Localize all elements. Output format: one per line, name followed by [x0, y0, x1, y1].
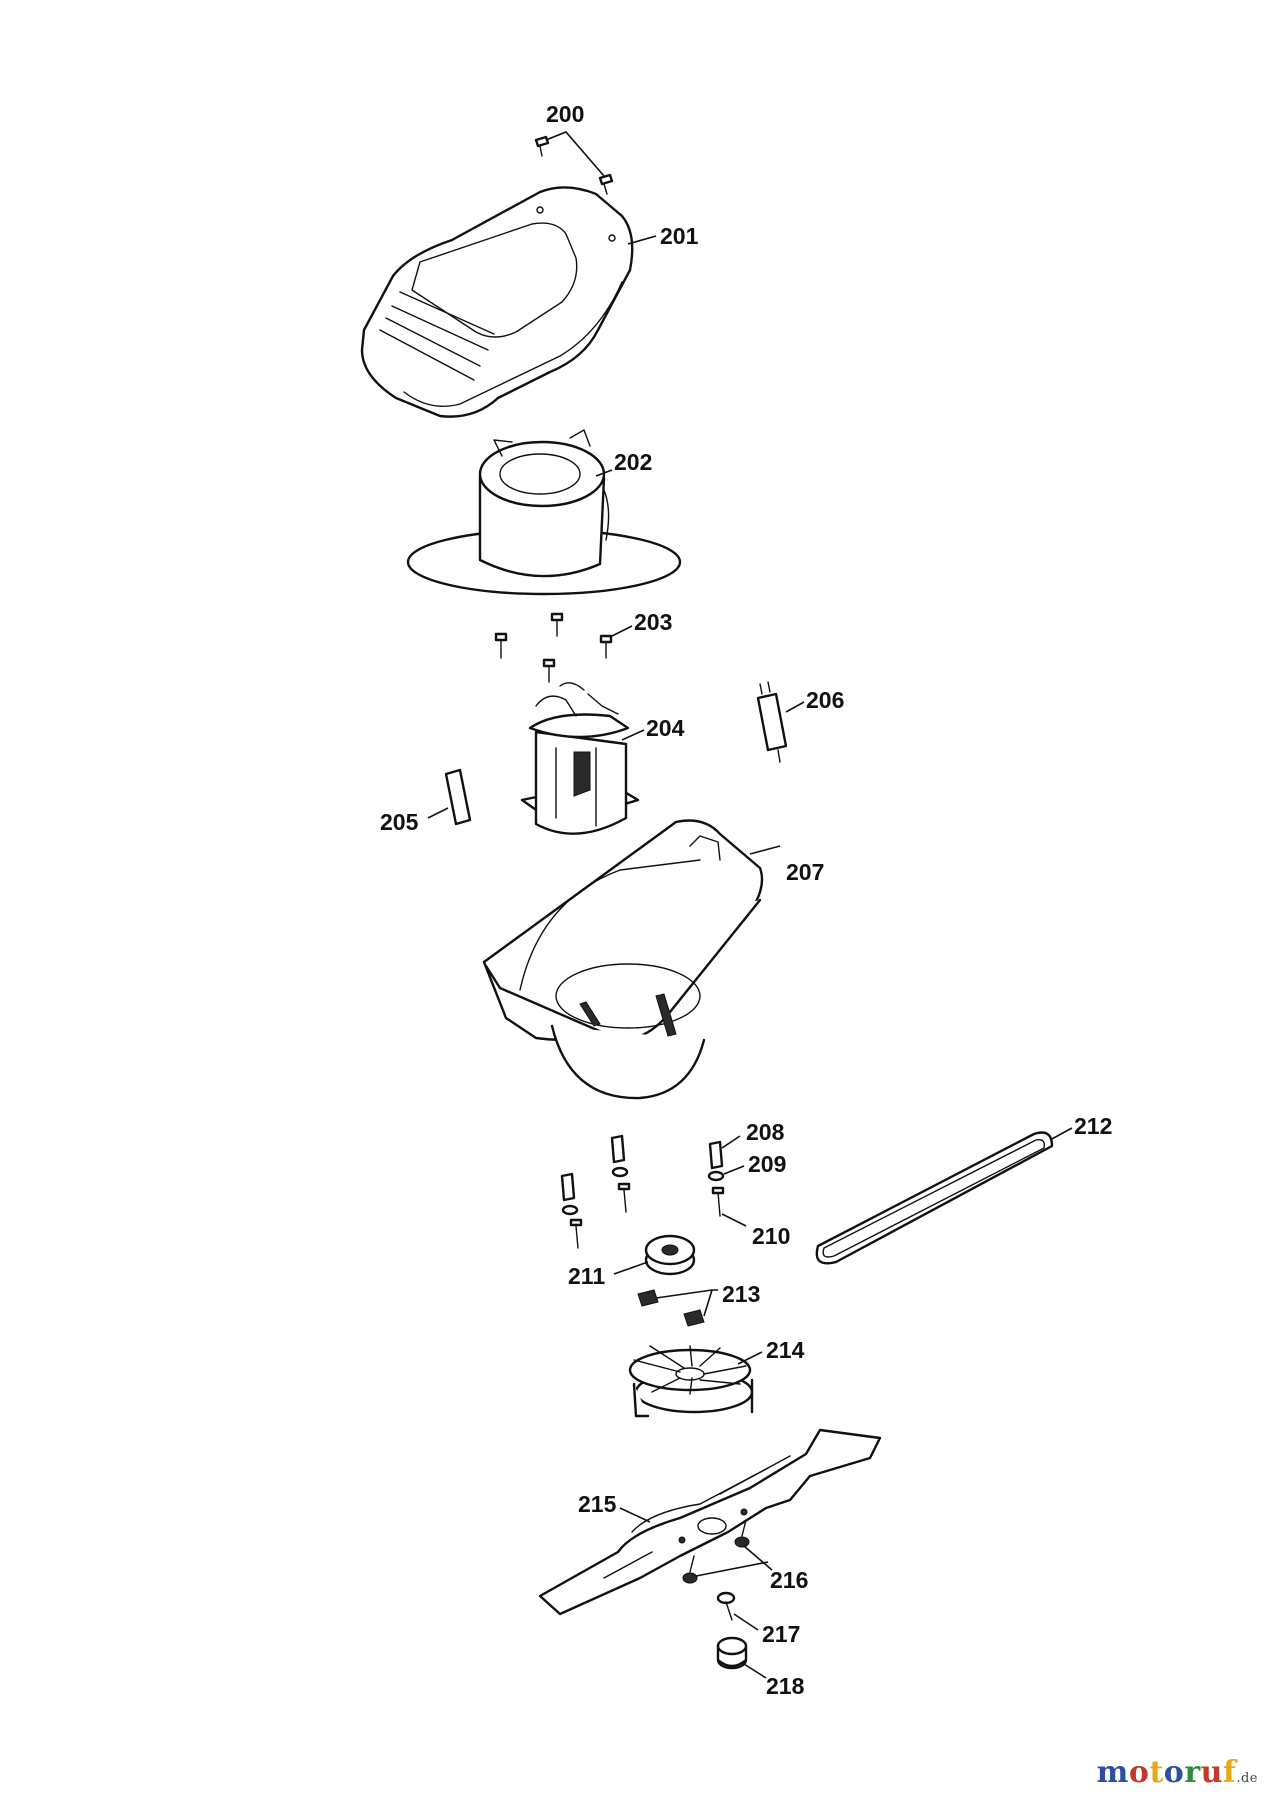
- part-218-cap: [716, 1636, 767, 1679]
- label-218: 218: [766, 1673, 805, 1699]
- part-214-fan: [628, 1345, 763, 1418]
- label-201: 201: [660, 223, 699, 249]
- part-208-210-fasteners: [560, 1134, 747, 1249]
- label-209: 209: [748, 1151, 786, 1177]
- label-208: 208: [746, 1119, 785, 1145]
- part-215-blade: [538, 1428, 882, 1616]
- label-212: 212: [1074, 1113, 1112, 1139]
- leader-200: [545, 131, 605, 177]
- label-204: 204: [646, 715, 685, 741]
- label-203: 203: [634, 609, 672, 635]
- part-217-bolt: [716, 1591, 759, 1631]
- part-203-screws: [494, 612, 633, 683]
- label-207: 207: [786, 859, 824, 885]
- label-215: 215: [578, 1491, 617, 1517]
- label-206: 206: [806, 687, 844, 713]
- part-202-housing: [406, 429, 682, 596]
- part-212-belt: [815, 1127, 1073, 1265]
- part-201-cover: [360, 186, 657, 418]
- watermark-letter: o: [1128, 1755, 1150, 1790]
- part-205-strip: [427, 768, 472, 826]
- part-213-square-nuts: [637, 1289, 718, 1327]
- watermark-letter: r: [1184, 1755, 1201, 1790]
- part-216-bolts: [682, 1519, 773, 1584]
- label-210: 210: [752, 1223, 790, 1249]
- part-204-motor: [520, 682, 645, 835]
- label-214: 214: [766, 1337, 805, 1363]
- label-202: 202: [614, 449, 652, 475]
- label-211: 211: [568, 1263, 605, 1289]
- label-205: 205: [380, 809, 419, 835]
- watermark-letter: o: [1163, 1755, 1185, 1790]
- label-216: 216: [770, 1567, 808, 1593]
- watermark-letter: t: [1149, 1755, 1164, 1790]
- part-207-housing: [482, 819, 781, 1100]
- label-200: 200: [546, 101, 584, 127]
- label-213: 213: [722, 1281, 760, 1307]
- motoruf-watermark-logo: motoruf.de: [1097, 1755, 1258, 1790]
- part-200-screws: [534, 131, 614, 195]
- watermark-wordmark: motoruf: [1097, 1755, 1237, 1790]
- part-206-capacitor: [756, 681, 805, 763]
- watermark-letter: f: [1222, 1755, 1237, 1790]
- label-217: 217: [762, 1621, 800, 1647]
- watermark-domain-suffix: .de: [1236, 1771, 1258, 1786]
- watermark-letter: m: [1096, 1755, 1129, 1790]
- part-211-pulley: [613, 1234, 696, 1276]
- watermark-letter: u: [1200, 1755, 1223, 1790]
